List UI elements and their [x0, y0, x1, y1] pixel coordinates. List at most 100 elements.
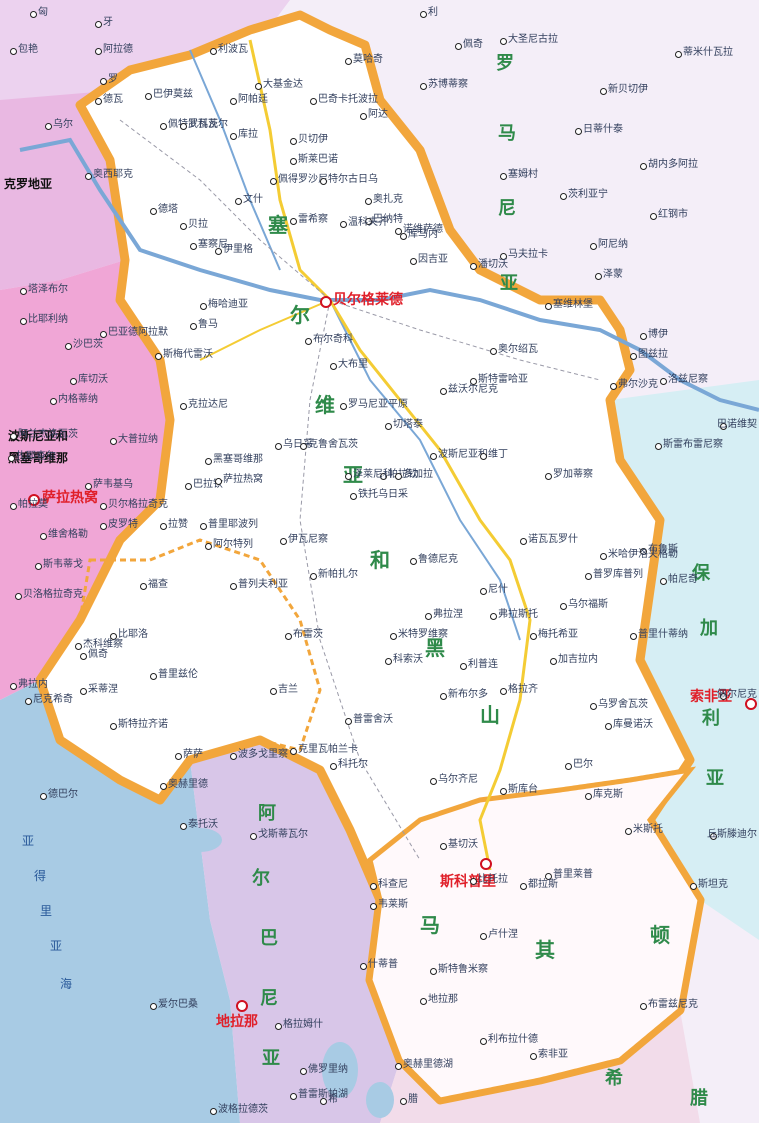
place-label[interactable]: 铁托乌日采 — [358, 489, 408, 500]
place-label[interactable]: 泽莱尼科 — [353, 469, 393, 480]
place-label[interactable]: 莫哈奇 — [353, 54, 383, 65]
place-label[interactable]: 温科夫齐 — [348, 217, 388, 228]
place-label[interactable]: 布尔奇科 — [313, 334, 353, 345]
place-label[interactable]: 克拉达尼 — [188, 399, 228, 410]
place-label[interactable]: 泽蒙 — [603, 269, 623, 280]
place-label[interactable]: 拉赞 — [168, 519, 188, 530]
place-label[interactable]: 利波瓦 — [218, 44, 248, 55]
place-label[interactable]: 维丁 — [488, 449, 508, 460]
place-label[interactable]: 黑塞哥维那 — [213, 454, 263, 465]
place-label[interactable]: 乌尔齐尼 — [438, 774, 478, 785]
place-label[interactable]: 罗 — [108, 74, 118, 85]
place-label[interactable]: 阿达 — [368, 109, 388, 120]
place-label[interactable]: 包艳 — [18, 44, 38, 55]
place-label[interactable]: 罗加蒂察 — [553, 469, 593, 480]
place-label[interactable]: 特尔古日乌 — [328, 174, 378, 185]
place-label[interactable]: 波多戈里察 — [238, 749, 288, 760]
place-label[interactable]: 爱尔巴桑 — [158, 999, 198, 1010]
place-label[interactable]: 塞察尼 — [198, 239, 228, 250]
place-label[interactable]: 新布尔多 — [448, 689, 488, 700]
place-label[interactable]: 伊里格 — [223, 244, 253, 255]
place-label[interactable]: 巴伊莫兹 — [153, 89, 193, 100]
place-label[interactable]: 波斯尼亚和 — [438, 449, 488, 460]
place-label[interactable]: 什蒂普 — [368, 959, 398, 970]
place-label[interactable]: 普里什蒂纳 — [638, 629, 688, 640]
place-label[interactable]: 科托尔 — [338, 759, 368, 770]
place-label[interactable]: 佩奇 — [88, 649, 108, 660]
place-label[interactable]: 波格拉德茨 — [218, 1104, 268, 1115]
place-label[interactable]: 丘斯滕迪尔 — [707, 829, 757, 840]
place-label[interactable]: 加吉拉内 — [558, 654, 598, 665]
place-label[interactable]: 库拉 — [238, 129, 258, 140]
place-label[interactable]: 巴纳特 — [373, 214, 403, 225]
place-label[interactable]: 乌尔 — [53, 119, 73, 130]
place-label[interactable]: 德塔 — [158, 204, 178, 215]
place-label[interactable]: 佛罗里纳 — [308, 1064, 348, 1075]
place-label[interactable]: 米特罗维察 — [398, 629, 448, 640]
place-label[interactable]: 克鲁舍瓦茨 — [308, 439, 358, 450]
place-label[interactable]: 大普拉纳 — [118, 434, 158, 445]
place-label[interactable]: 阿尔特列 — [213, 539, 253, 550]
place-label[interactable]: 腊 — [408, 1094, 418, 1105]
place-label[interactable]: 库切沃 — [78, 374, 108, 385]
place-label[interactable]: 佩特罗瓦茨 — [168, 119, 218, 130]
place-label[interactable]: 普里兹伦 — [158, 669, 198, 680]
place-label[interactable]: 乌罗舍瓦茨 — [598, 699, 648, 710]
place-label[interactable]: 萨拉热窝 — [223, 474, 263, 485]
place-label[interactable]: 弗拉内 — [18, 679, 48, 690]
tirana-label[interactable]: 地拉那 — [216, 1014, 258, 1030]
place-label[interactable]: 基切沃 — [448, 839, 478, 850]
place-label[interactable]: 米斯托 — [633, 824, 663, 835]
place-label[interactable]: 德巴尔 — [48, 789, 78, 800]
place-label[interactable]: 阿尼纳 — [598, 239, 628, 250]
place-label[interactable]: 弗拉涅 — [433, 609, 463, 620]
place-label[interactable]: 巴诺维契 — [717, 419, 757, 430]
belgrade-label[interactable]: 贝尔格莱德 — [333, 292, 403, 308]
place-label[interactable]: 克里瓦帕兰卡 — [298, 744, 358, 755]
place-label[interactable]: 萨韦基乌 — [93, 479, 133, 490]
place-label[interactable]: 格拉姆什 — [283, 1019, 323, 1030]
place-label[interactable]: 切塔泰 — [393, 419, 423, 430]
belgrade-marker[interactable] — [320, 296, 332, 308]
place-label[interactable]: 奥赫里德湖 — [403, 1059, 453, 1070]
place-label[interactable]: 因吉亚 — [418, 254, 448, 265]
place-label[interactable]: 维舍格勒 — [48, 529, 88, 540]
place-label[interactable]: 塔泽布尔 — [28, 284, 68, 295]
place-label[interactable]: 斯坦克 — [698, 879, 728, 890]
place-label[interactable]: 新贝切伊 — [608, 84, 648, 95]
place-label[interactable]: 卢什涅 — [488, 929, 518, 940]
skopje-label[interactable]: 斯科普里 — [440, 874, 496, 890]
place-label[interactable]: 米哈伊洛夫格勒 — [608, 549, 678, 560]
sarajevo-label[interactable]: 萨拉热窝 — [42, 490, 98, 506]
place-label[interactable]: 索非亚 — [538, 1049, 568, 1060]
place-label[interactable]: 博伊 — [648, 329, 668, 340]
place-label[interactable]: 兹沃尔尼克 — [448, 384, 498, 395]
place-label[interactable]: 梅托希亚 — [538, 629, 578, 640]
place-label[interactable]: 雷希察 — [298, 214, 328, 225]
skopje-marker[interactable] — [480, 858, 492, 870]
place-label[interactable]: 苏博蒂察 — [428, 79, 468, 90]
place-label[interactable]: 库马内 — [408, 229, 438, 240]
place-label[interactable]: 巴尔 — [573, 759, 593, 770]
place-label[interactable]: 德瓦 — [103, 94, 123, 105]
place-label[interactable]: 普里耶波列 — [208, 519, 258, 530]
place-label[interactable]: 斯库台 — [508, 784, 538, 795]
place-label[interactable]: 比耶利纳 — [28, 314, 68, 325]
sofia-marker[interactable] — [745, 698, 757, 710]
place-label[interactable]: 斯特拉齐诺 — [118, 719, 168, 730]
place-label[interactable]: 奥扎克 — [373, 194, 403, 205]
place-label[interactable]: 杰科维察 — [83, 639, 123, 650]
place-label[interactable]: 佩尔尼克 — [717, 689, 757, 700]
place-label[interactable]: 尼克希奇 — [33, 694, 73, 705]
place-label[interactable]: 罗马尼亚平原 — [348, 399, 408, 410]
place-label[interactable]: 大布里 — [338, 359, 368, 370]
place-label[interactable]: 普列夫利亚 — [238, 579, 288, 590]
place-label[interactable]: 阿帕廷 — [238, 94, 268, 105]
place-label[interactable]: 帕拉莫 — [18, 499, 48, 510]
place-label[interactable]: 都拉斯 — [528, 879, 558, 890]
place-label[interactable]: 利布拉什德 — [488, 1034, 538, 1045]
place-label[interactable]: 茨利亚宁 — [568, 189, 608, 200]
place-label[interactable]: 巴亚德阿拉默 — [108, 327, 168, 338]
place-label[interactable]: 鲁马 — [198, 319, 218, 330]
place-label[interactable]: 泰托沃 — [188, 819, 218, 830]
